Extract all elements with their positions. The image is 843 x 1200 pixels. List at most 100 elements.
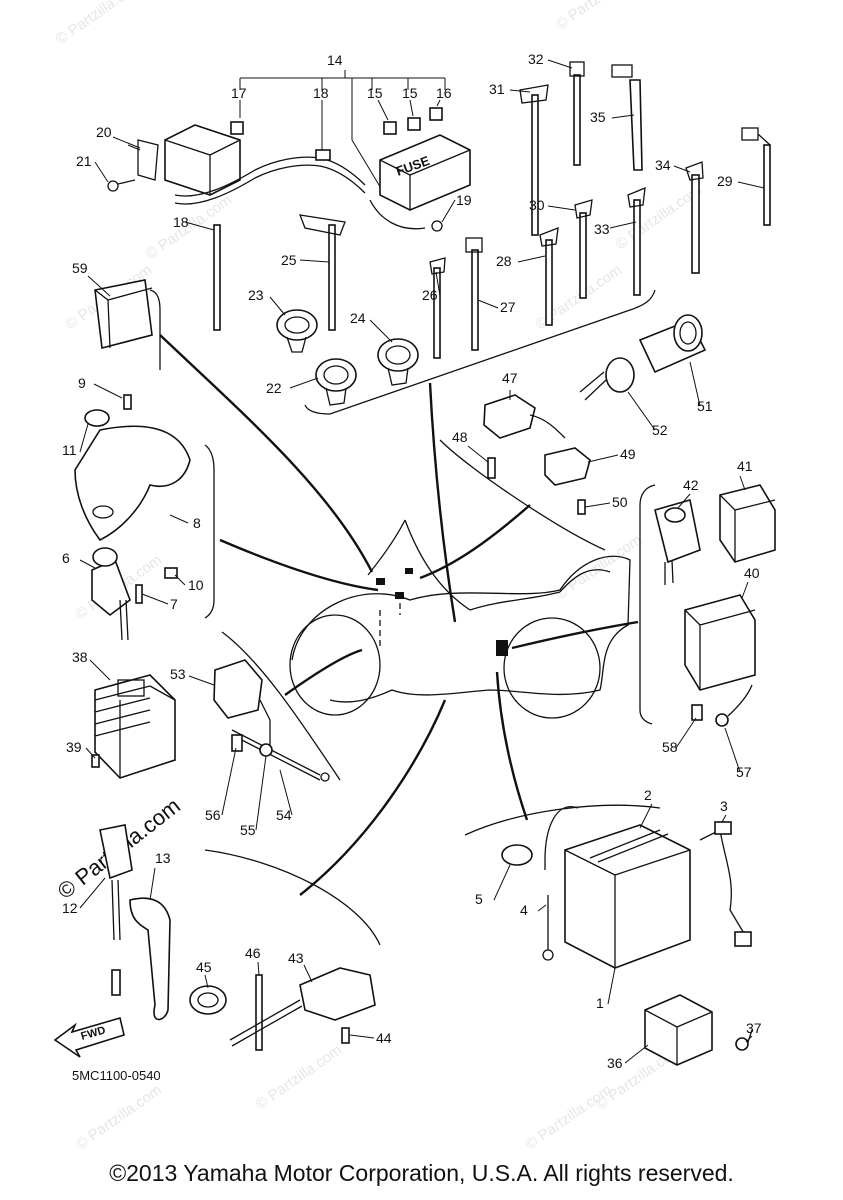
bolt-22 [107,180,119,192]
fuse-15 [383,121,397,135]
part-label-45: 44 [376,1030,392,1046]
part-label-48: 47 [502,370,518,386]
battery-group [501,806,752,969]
fuse-17 [230,121,244,135]
part-label-28: 27 [500,299,516,315]
part-label-46: 45 [196,959,212,975]
nut-10 [164,567,178,579]
part-label-13: 13 [155,850,171,866]
watermarks: © Partzilla.com © Partzilla.com © Partzi… [53,0,706,1153]
bolt-40 [91,754,100,768]
sensor-44 [299,967,376,1021]
bolt-45 [341,1027,350,1044]
bracket-8 [74,425,191,542]
part-label-7: 7 [170,596,178,612]
fuse-16 [429,107,443,121]
part-label-37: 36 [607,1055,623,1071]
cable-4 [542,949,554,961]
fwd-indicator: FWD [53,1016,125,1058]
part-label-43: 42 [683,477,699,493]
grommet-11 [84,409,110,427]
part-label-44: 43 [288,950,304,966]
part-label-30: 29 [717,173,733,189]
bolt-57 [231,734,243,752]
part-label-47: 46 [245,945,261,961]
part-label-58: 57 [736,764,752,780]
label-leaders [79,59,765,1064]
part-label-29: 28 [496,253,512,269]
part-label-27: 26 [422,287,438,303]
rectifier-39 [94,674,176,779]
part-label-40: 39 [66,739,82,755]
fuse-box [379,134,471,211]
relay-group [654,484,776,727]
part-labels: 14 17 18 15 15 16 20 21 19 18 25 23 24 2… [62,51,762,1071]
cable-3 [714,821,732,835]
part-label-20: 19 [456,192,472,208]
part-label-38: 37 [746,1020,762,1036]
part-label-4: 4 [520,902,528,918]
pressure-group [189,967,376,1051]
part-label-60: 59 [72,260,88,276]
rectifier-group [91,674,176,779]
relay-41 [684,594,756,691]
watermark: © Partzilla.com [553,0,646,33]
part-label-1: 1 [596,995,604,1011]
sidestand-group [99,824,171,1021]
part-label-8: 8 [193,515,201,531]
switch-50 [544,447,591,486]
part-label-21: 20 [96,124,112,140]
switch-12 [99,824,133,880]
part-label-26: 25 [281,252,297,268]
part-label-35: 34 [655,157,671,173]
part-label-9: 9 [78,375,86,391]
fwd-arrow [53,1016,125,1058]
part-label-49: 48 [452,429,468,445]
part-label-14: 14 [327,52,343,68]
part-label-3: 3 [720,798,728,814]
bolt-7 [135,584,143,604]
socket-cap-53 [605,357,635,393]
battery-1 [564,824,691,969]
part-label-10: 10 [188,577,204,593]
part-label-55: 54 [276,807,292,823]
part-label-18: 18 [313,85,329,101]
part-label-25: 24 [350,310,366,326]
relay-37 [644,994,713,1066]
part-label-42: 41 [737,458,753,474]
part-label-5: 5 [475,891,483,907]
diagram-canvas: © Partzilla.com © Partzilla.com © Partzi… [53,0,776,1153]
part-label-31: 30 [529,197,545,213]
part-label-54: 53 [170,666,186,682]
terminal-56 [259,743,273,757]
part-label-23: 22 [266,380,282,396]
location-leaders [159,334,639,896]
part-label-57: 56 [205,807,221,823]
part-label-19: 18 [173,214,189,230]
screw-20 [431,220,443,232]
bolt-59 [691,704,703,721]
clamps [276,309,419,406]
bolt-38 [735,1037,749,1051]
part-label-53: 52 [652,422,668,438]
tie-47 [255,974,263,1051]
part-label-12: 12 [62,900,78,916]
screw-9 [123,394,132,410]
accessory-socket [579,314,707,401]
part-label-15a: 15 [367,85,383,101]
starter-relay-group [644,994,753,1066]
part-label-24: 23 [248,287,264,303]
part-label-50: 49 [620,446,636,462]
lead-58 [715,713,729,727]
part-label-17: 17 [231,85,247,101]
fuse-box-group: FUSE [107,70,471,232]
part-label-34: 33 [594,221,610,237]
part-label-59: 58 [662,739,678,755]
copyright-notice: ©2013 Yamaha Motor Corporation, U.S.A. A… [109,1160,734,1186]
fuse-15b [407,117,421,131]
cable-ties [213,61,771,359]
part-label-51: 50 [612,494,628,510]
part-label-52: 51 [697,398,713,414]
part-label-32: 31 [489,81,505,97]
